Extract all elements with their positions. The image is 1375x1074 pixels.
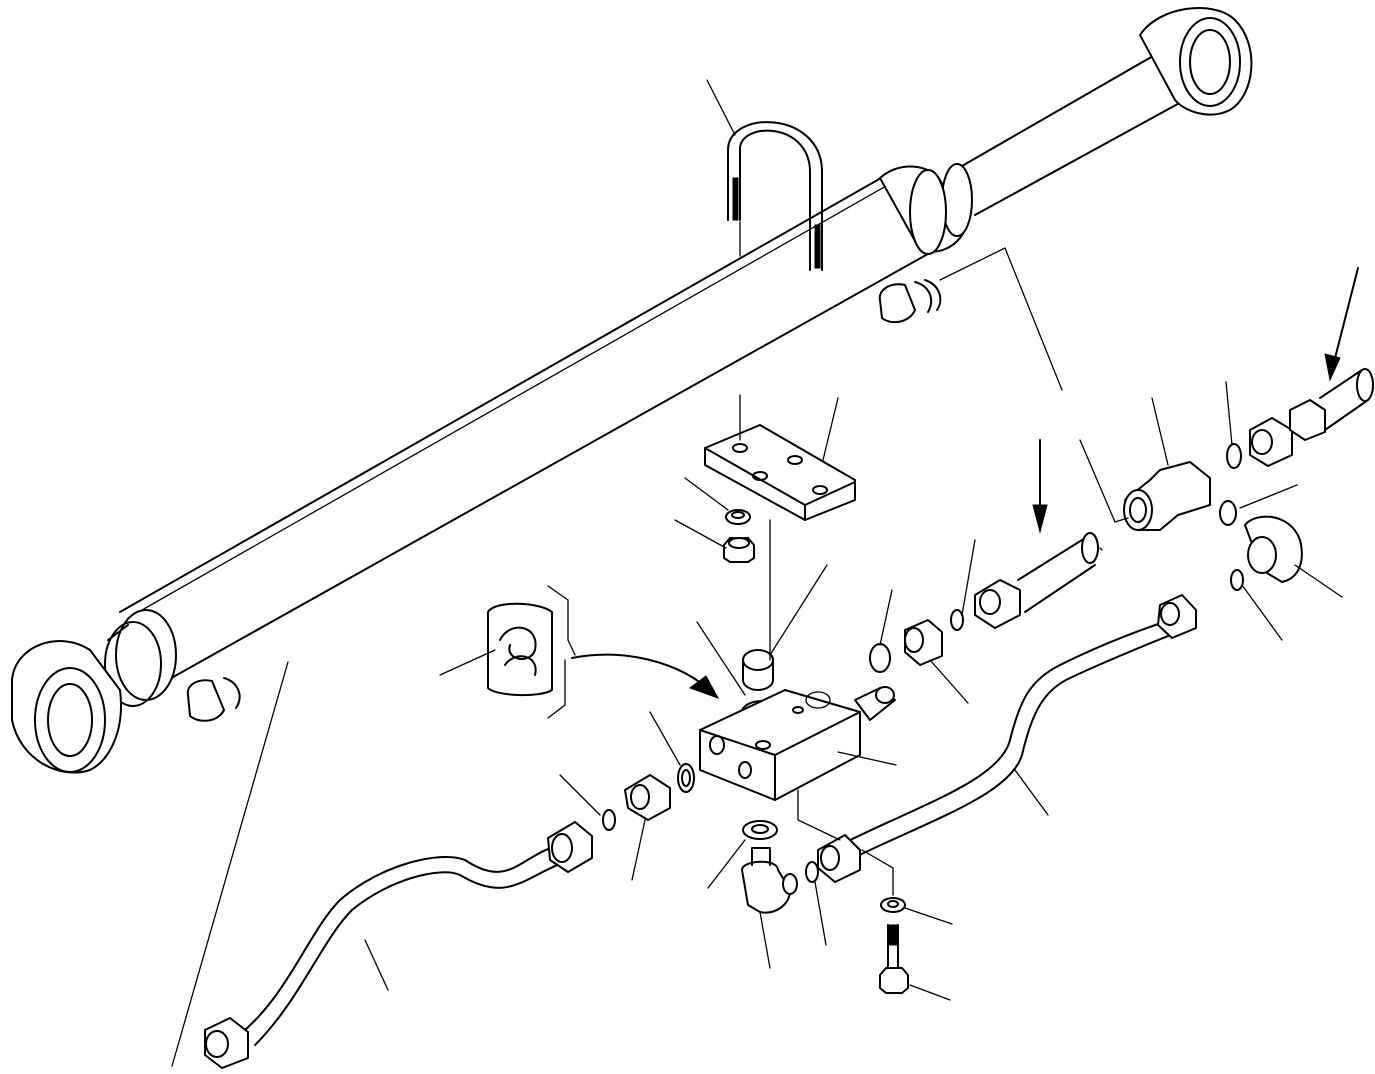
hose	[974, 439, 1099, 629]
callout-leaders	[364, 79, 1343, 1001]
nut	[723, 537, 755, 563]
connector	[624, 774, 671, 821]
washer	[725, 509, 751, 525]
sealant-tube	[487, 585, 720, 719]
connector	[904, 619, 943, 666]
hose	[1249, 267, 1374, 467]
o-ring	[1226, 443, 1242, 469]
o-ring	[1219, 500, 1237, 526]
hydraulic-tube	[204, 821, 593, 1069]
hydraulic-tube	[817, 594, 1197, 883]
u-bolt	[727, 121, 823, 271]
valve-block	[699, 686, 896, 801]
o-ring	[602, 809, 616, 831]
o-ring	[1230, 569, 1244, 591]
washer	[880, 897, 906, 913]
hydraulic-cylinder	[11, 7, 1253, 774]
tee-fitting	[1123, 461, 1211, 531]
reference-lines	[171, 221, 1129, 1067]
o-ring	[742, 820, 778, 840]
plug	[742, 649, 774, 691]
o-ring	[950, 609, 964, 631]
elbow-fitting	[741, 847, 798, 914]
elbow-fitting	[1244, 515, 1303, 583]
o-ring	[805, 861, 819, 883]
o-ring	[677, 763, 695, 793]
o-ring	[869, 643, 891, 673]
bolt	[879, 924, 909, 994]
mounting-plate	[704, 424, 856, 521]
